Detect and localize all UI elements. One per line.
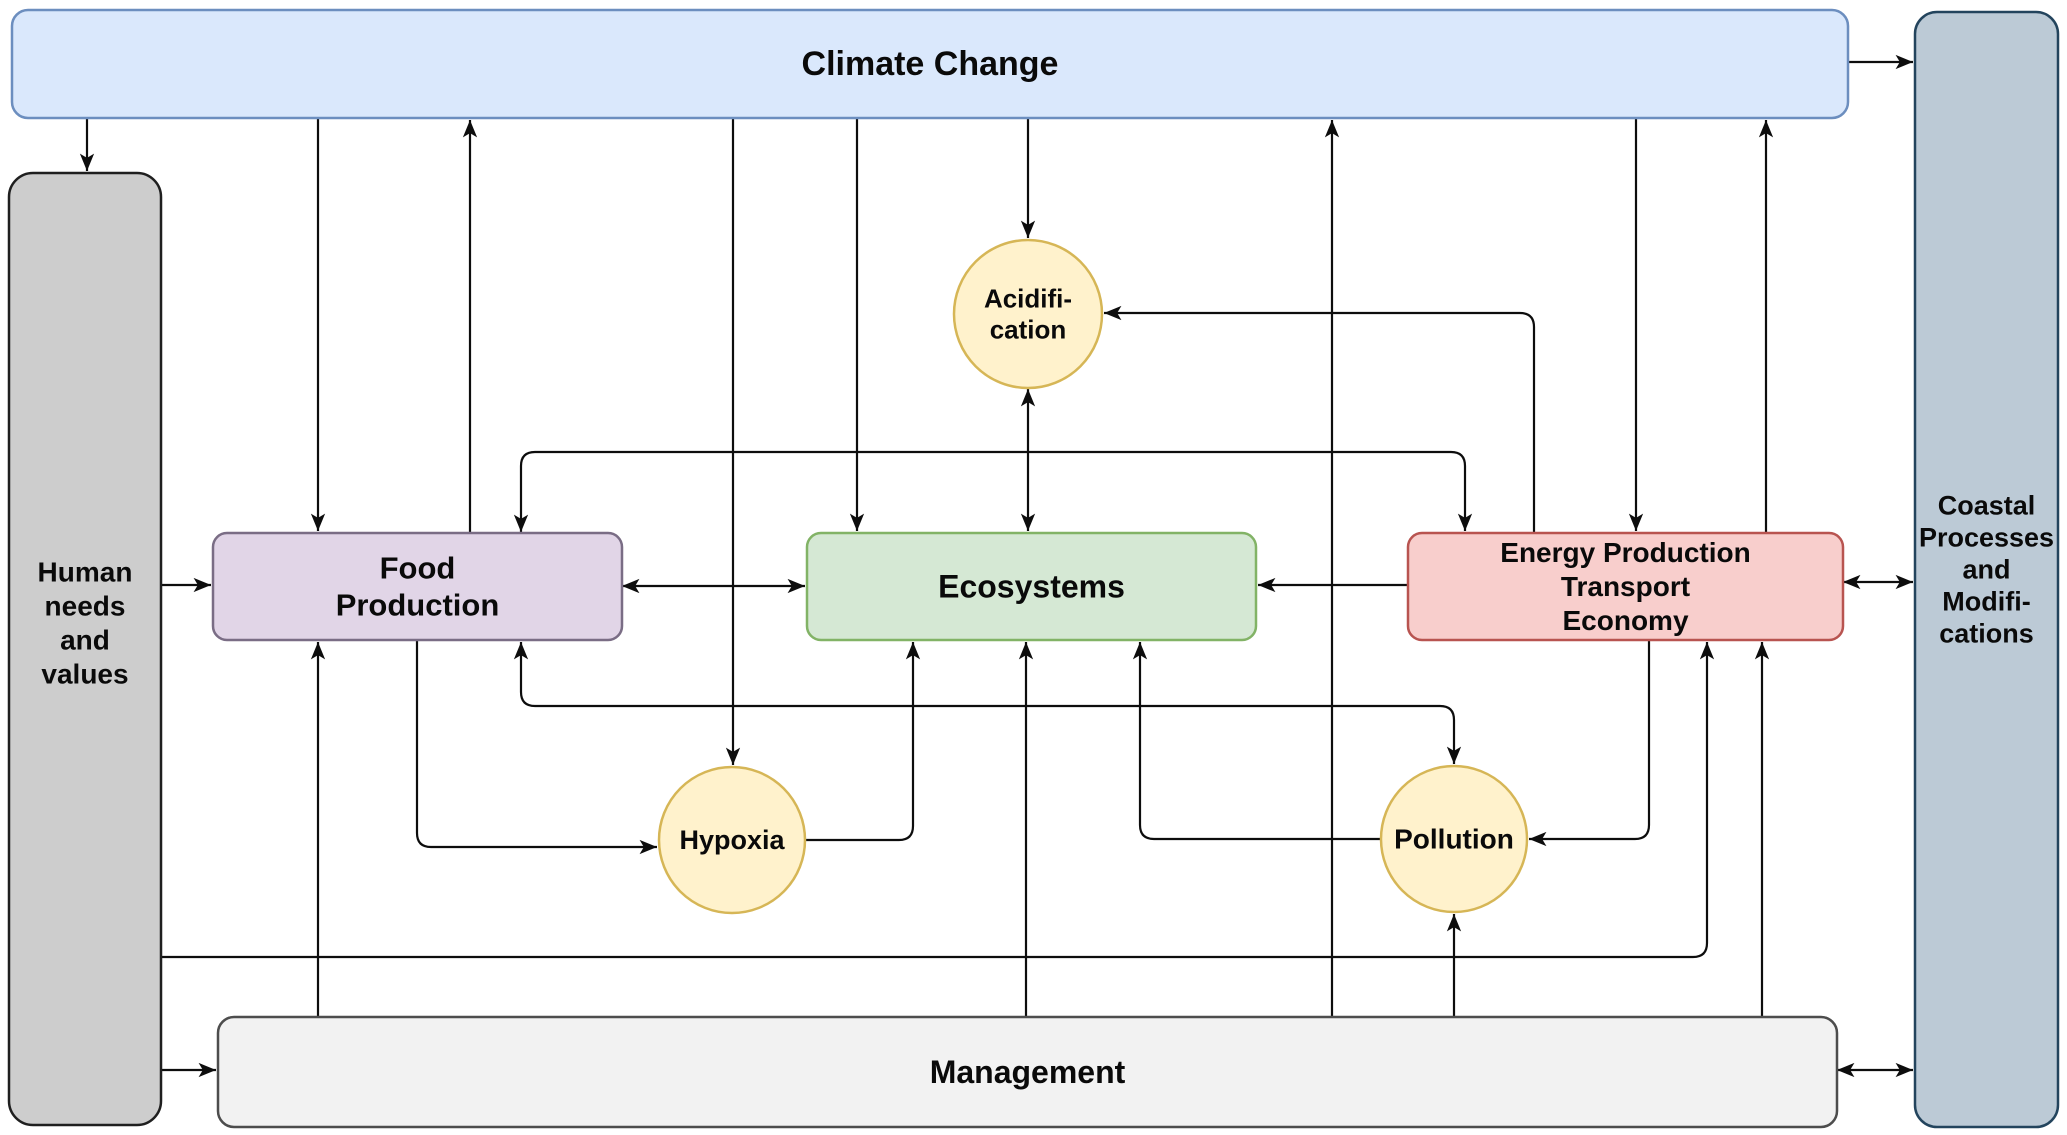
node-pollution-label: Pollution bbox=[1394, 824, 1514, 855]
edge-pollution-eco bbox=[1132, 642, 1380, 841]
node-acid-shape bbox=[952, 238, 1104, 390]
node-mgmt-shape bbox=[216, 1015, 1839, 1129]
node-acid-label: Acidifi-cation bbox=[984, 284, 1072, 345]
node-human-shape bbox=[7, 171, 163, 1127]
node-acid: Acidifi-cation bbox=[952, 238, 1104, 390]
node-energy-shape bbox=[1406, 531, 1845, 642]
node-coastal-shape bbox=[1913, 10, 2060, 1129]
node-food-shape bbox=[211, 531, 624, 642]
edge-food-energy bbox=[513, 450, 1473, 532]
edges-layer bbox=[79, 54, 1913, 1078]
node-eco-label: Ecosystems bbox=[938, 569, 1125, 605]
node-hypoxia-label: Hypoxia bbox=[679, 825, 785, 855]
node-pollution-shape bbox=[1379, 764, 1529, 914]
edge-energy-acid bbox=[1104, 305, 1536, 533]
edge-food-pollution bbox=[513, 642, 1462, 764]
node-climate-shape bbox=[10, 8, 1850, 120]
node-hypoxia-shape bbox=[657, 765, 807, 915]
node-mgmt: Management bbox=[216, 1015, 1839, 1129]
node-eco-shape bbox=[805, 531, 1258, 642]
node-hypoxia: Hypoxia bbox=[657, 765, 807, 915]
node-eco: Ecosystems bbox=[805, 531, 1258, 642]
node-mgmt-label: Management bbox=[930, 1054, 1126, 1090]
edge-food-hypoxia bbox=[415, 640, 657, 855]
node-climate: Climate Change bbox=[10, 8, 1850, 120]
node-climate-label: Climate Change bbox=[802, 45, 1059, 83]
edge-human-energy bbox=[161, 642, 1715, 959]
edge-hypoxia-eco bbox=[806, 642, 921, 842]
edge-energy-pollution bbox=[1529, 640, 1651, 847]
node-pollution: Pollution bbox=[1379, 764, 1529, 914]
